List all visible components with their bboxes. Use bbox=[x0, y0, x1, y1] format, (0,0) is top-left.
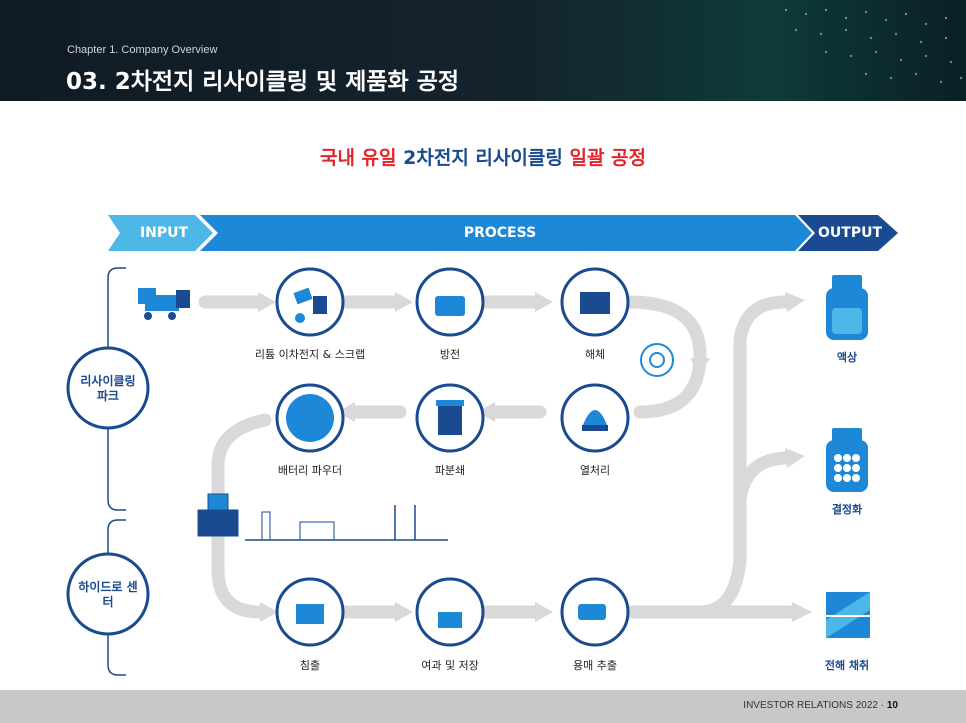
page-number: 10 bbox=[886, 700, 898, 711]
plant-scene-icon bbox=[197, 493, 448, 541]
page-title: 03. 2차전지 리사이클링 및 제품화 공정 bbox=[66, 69, 460, 95]
step-filter: 여과 및 저장 bbox=[421, 659, 479, 672]
scrap-circle bbox=[275, 267, 345, 337]
output-crystal: 결정화 bbox=[831, 503, 863, 516]
headline-part2: 2차전지 리사이클링 bbox=[403, 147, 563, 169]
step-leach: 침출 bbox=[299, 659, 321, 672]
footer-label: INVESTOR RELATIONS 2022 · bbox=[743, 700, 887, 711]
crystal-bottle-icon bbox=[826, 428, 868, 492]
hydro-center-label: 하이드로 센터 bbox=[78, 580, 138, 609]
flow-loop bbox=[623, 295, 707, 419]
output-liquid: 액상 bbox=[836, 351, 858, 364]
step-extract: 용매 추출 bbox=[573, 659, 617, 672]
process-band bbox=[200, 215, 812, 251]
output-band bbox=[798, 215, 898, 251]
process-diagram bbox=[66, 215, 898, 676]
forklift-icon bbox=[138, 288, 190, 320]
step-powder: 배터리 파우더 bbox=[277, 464, 343, 477]
step-scrap: 리튬 이차전지 & 스크랩 bbox=[254, 348, 366, 361]
step-heat: 열처리 bbox=[579, 464, 611, 477]
electro-plate-icon bbox=[826, 592, 870, 638]
header-banner: Chapter 1. Company Overview 03. 2차전지 리사이… bbox=[0, 0, 966, 101]
output-electro: 전해 채취 bbox=[824, 659, 870, 672]
output-label: OUTPUT bbox=[818, 225, 882, 241]
step-crush: 파분쇄 bbox=[434, 464, 466, 477]
hydro-circle bbox=[66, 552, 150, 636]
process-label: PROCESS bbox=[463, 225, 537, 241]
recycling-park-label: 리사이클링 파크 bbox=[80, 374, 136, 403]
input-label: INPUT bbox=[139, 225, 189, 241]
chapter-label: Chapter 1. Company Overview bbox=[67, 44, 218, 56]
park-circle bbox=[66, 346, 150, 430]
diagram-headline: 국내 유일 2차전지 리사이클링 일괄 공정 bbox=[0, 143, 966, 170]
flow-output-mid bbox=[733, 451, 792, 507]
decorative-dots bbox=[784, 8, 963, 84]
input-band bbox=[108, 215, 213, 251]
headline-part3: 일괄 공정 bbox=[569, 147, 647, 169]
step-dismantle: 해체 bbox=[584, 348, 606, 361]
liquid-bottle-icon bbox=[826, 275, 868, 340]
footer-bar: INVESTOR RELATIONS 2022 · 10 bbox=[0, 690, 966, 723]
headline-part1: 국내 유일 bbox=[319, 147, 397, 169]
gear-icon bbox=[640, 343, 674, 377]
step-discharge: 방전 bbox=[439, 348, 461, 361]
footer-text: INVESTOR RELATIONS 2022 · 10 bbox=[743, 700, 898, 711]
